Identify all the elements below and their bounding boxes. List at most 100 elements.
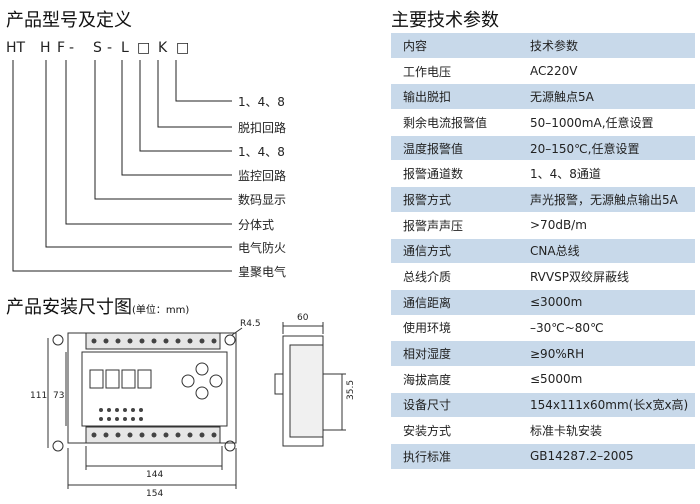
spec-divider (523, 417, 524, 444)
code-part: - (107, 40, 113, 56)
spec-key: 剩余电流报警值 (391, 109, 523, 136)
spec-value: RVVSP双绞屏蔽线 (524, 263, 695, 290)
definition-label: 皇聚电气 (238, 265, 287, 279)
spec-key: 报警通道数 (391, 160, 523, 188)
code-part: □ (137, 40, 151, 56)
spec-divider (523, 366, 524, 393)
spec-value: 技术参数 (524, 33, 695, 59)
definition-tree-lines (12, 60, 232, 272)
spec-value: 50–1000mA,任意设置 (524, 109, 695, 136)
dim-width-inner: 144 (146, 470, 164, 480)
spec-value: ≤5000m (524, 366, 695, 393)
spec-divider (523, 186, 524, 213)
code-part: - (69, 40, 75, 56)
spec-value: 无源触点5A (524, 83, 695, 111)
spec-value: GB14287.2–2005 (524, 443, 695, 470)
spec-key: 海拔高度 (391, 366, 523, 393)
spec-divider (523, 392, 524, 419)
spec-value: >70dB/m (524, 212, 695, 239)
spec-value: 标准卡轨安装 (524, 417, 695, 444)
spec-divider (523, 315, 524, 342)
spec-divider (523, 238, 524, 265)
spec-key: 执行标准 (391, 443, 523, 470)
spec-key: 输出脱扣 (391, 83, 523, 111)
spec-key: 相对湿度 (391, 340, 523, 367)
spec-row: 安装方式标准卡轨安装 (391, 417, 695, 444)
spec-row: 输出脱扣无源触点5A (391, 83, 695, 111)
spec-key: 使用环境 (391, 315, 523, 342)
install-unit: (单位：mm) (132, 305, 190, 316)
spec-value: –30℃~80℃ (524, 315, 695, 342)
definition-label: 数码显示 (238, 193, 287, 207)
spec-divider (523, 109, 524, 136)
spec-value: CNA总线 (524, 238, 695, 265)
spec-row: 使用环境–30℃~80℃ (391, 315, 695, 342)
spec-value: ≤3000m (524, 289, 695, 316)
model-definition-title: 产品型号及定义 (6, 10, 132, 31)
spec-divider (523, 58, 524, 85)
spec-divider (523, 83, 524, 111)
spec-key: 通信距离 (391, 289, 523, 316)
code-part: H (40, 40, 51, 56)
dim-height-outer: 111 (30, 391, 48, 401)
spec-row: 报警声声压>70dB/m (391, 212, 695, 239)
spec-divider (523, 160, 524, 188)
code-part: K (158, 40, 168, 56)
code-part: □ (176, 40, 190, 56)
spec-key: 温度报警值 (391, 135, 523, 162)
definition-label: 分体式 (238, 218, 275, 232)
spec-value: 1、4、8通道 (524, 160, 695, 188)
spec-key: 通信方式 (391, 238, 523, 265)
spec-key: 内容 (391, 33, 523, 59)
spec-divider (523, 443, 524, 470)
spec-key: 工作电压 (391, 58, 523, 85)
code-part: S (93, 40, 102, 56)
code-part: HT (6, 40, 26, 56)
spec-key: 安装方式 (391, 417, 523, 444)
definition-label: 1、4、8 (238, 145, 285, 159)
spec-key: 设备尺寸 (391, 392, 523, 419)
spec-divider (523, 135, 524, 162)
code-part: L (121, 40, 129, 56)
spec-divider (523, 33, 524, 59)
dim-width-outer: 154 (146, 489, 164, 499)
spec-key: 报警声声压 (391, 212, 523, 239)
definition-label: 1、4、8 (238, 95, 285, 109)
spec-value: ≥90%RH (524, 340, 695, 367)
spec-divider (523, 212, 524, 239)
spec-key: 报警方式 (391, 186, 523, 213)
spec-divider (523, 340, 524, 367)
dim-depth: 60 (297, 313, 309, 323)
spec-divider (523, 263, 524, 290)
spec-value: 声光报警，无源触点输出5A (524, 186, 695, 213)
spec-row: 海拔高度≤5000m (391, 366, 695, 393)
spec-divider (523, 289, 524, 316)
spec-value: 20–150℃,任意设置 (524, 135, 695, 162)
install-drawing (47, 322, 346, 489)
dim-rail: 35.5 (346, 379, 356, 400)
spec-value: AC220V (524, 58, 695, 85)
spec-value: 154x111x60mm(长x宽x高) (524, 392, 695, 419)
spec-row: 通信距离≤3000m (391, 289, 695, 316)
spec-row: 内容技术参数 (391, 33, 695, 59)
definition-label: 脱扣回路 (238, 121, 287, 135)
install-title-text: 产品安装尺寸图 (6, 297, 132, 318)
install-title: 产品安装尺寸图(单位：mm) (6, 293, 189, 319)
spec-key: 总线介质 (391, 263, 523, 290)
code-part: F (57, 40, 66, 56)
spec-row: 报警方式声光报警，无源触点输出5A (391, 186, 695, 213)
definition-label: 电气防火 (238, 241, 287, 255)
definition-label: 监控回路 (238, 169, 287, 183)
dim-radius: R4.5 (240, 319, 261, 329)
spec-row: 相对湿度≥90%RH (391, 340, 695, 367)
dim-height-inner: 73 (53, 391, 65, 401)
